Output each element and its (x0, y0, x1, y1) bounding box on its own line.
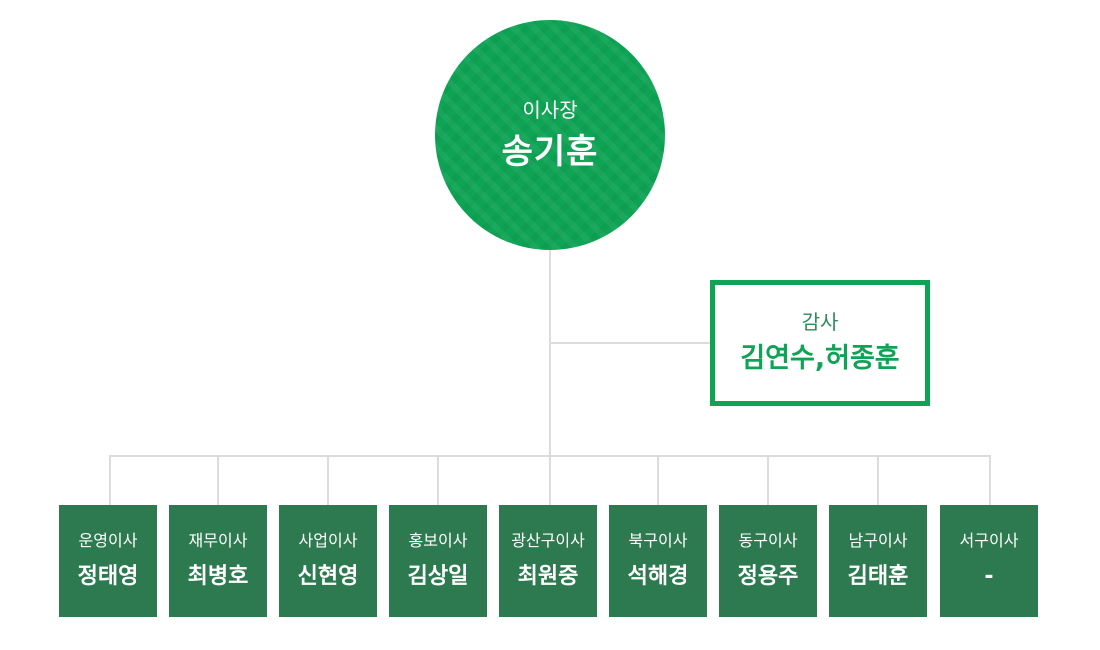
director-role: 홍보이사 (408, 531, 468, 550)
connector-auditor-branch (549, 342, 710, 344)
chairman-role: 이사장 (522, 98, 578, 122)
director-name: 정용주 (737, 564, 799, 589)
director-role: 재무이사 (188, 531, 248, 550)
director-name: 최원중 (517, 564, 579, 589)
connector-director-drop (217, 455, 219, 505)
connector-director-drop (767, 455, 769, 505)
director-name: - (984, 564, 994, 589)
connector-trunk (549, 250, 551, 457)
connector-director-drop (109, 455, 111, 505)
director-role: 사업이사 (298, 531, 358, 550)
director-name: 석해경 (627, 564, 689, 589)
director-node-nam: 남구이사 김태훈 (829, 505, 927, 617)
director-role: 남구이사 (848, 531, 908, 550)
connector-director-drop (437, 455, 439, 505)
director-name: 정태영 (77, 564, 139, 589)
auditor-name: 김연수,허종훈 (740, 343, 900, 374)
director-name: 신현영 (297, 564, 359, 589)
director-node-gwangsan: 광산구이사 최원중 (499, 505, 597, 617)
connector-director-drop (989, 455, 991, 505)
director-node-dong: 동구이사 정용주 (719, 505, 817, 617)
director-node-pr: 홍보이사 김상일 (389, 505, 487, 617)
director-role: 동구이사 (738, 531, 798, 550)
connector-director-drop (877, 455, 879, 505)
director-node-buk: 북구이사 석해경 (609, 505, 707, 617)
director-node-business: 사업이사 신현영 (279, 505, 377, 617)
auditor-node: 감사 김연수,허종훈 (710, 280, 930, 406)
connector-director-drop (327, 455, 329, 505)
director-role: 운영이사 (78, 531, 138, 550)
director-role: 북구이사 (628, 531, 688, 550)
director-node-seo: 서구이사 - (940, 505, 1038, 617)
director-role: 서구이사 (959, 531, 1019, 550)
director-name: 김태훈 (847, 564, 909, 589)
director-name: 김상일 (407, 564, 469, 589)
chairman-node: 이사장 송기훈 (435, 20, 665, 250)
connector-director-drop (549, 455, 551, 505)
director-role: 광산구이사 (511, 531, 585, 550)
chairman-name: 송기훈 (501, 132, 599, 172)
auditor-role: 감사 (801, 310, 839, 334)
director-name: 최병호 (187, 564, 249, 589)
director-node-operations: 운영이사 정태영 (59, 505, 157, 617)
connector-director-drop (657, 455, 659, 505)
director-node-finance: 재무이사 최병호 (169, 505, 267, 617)
